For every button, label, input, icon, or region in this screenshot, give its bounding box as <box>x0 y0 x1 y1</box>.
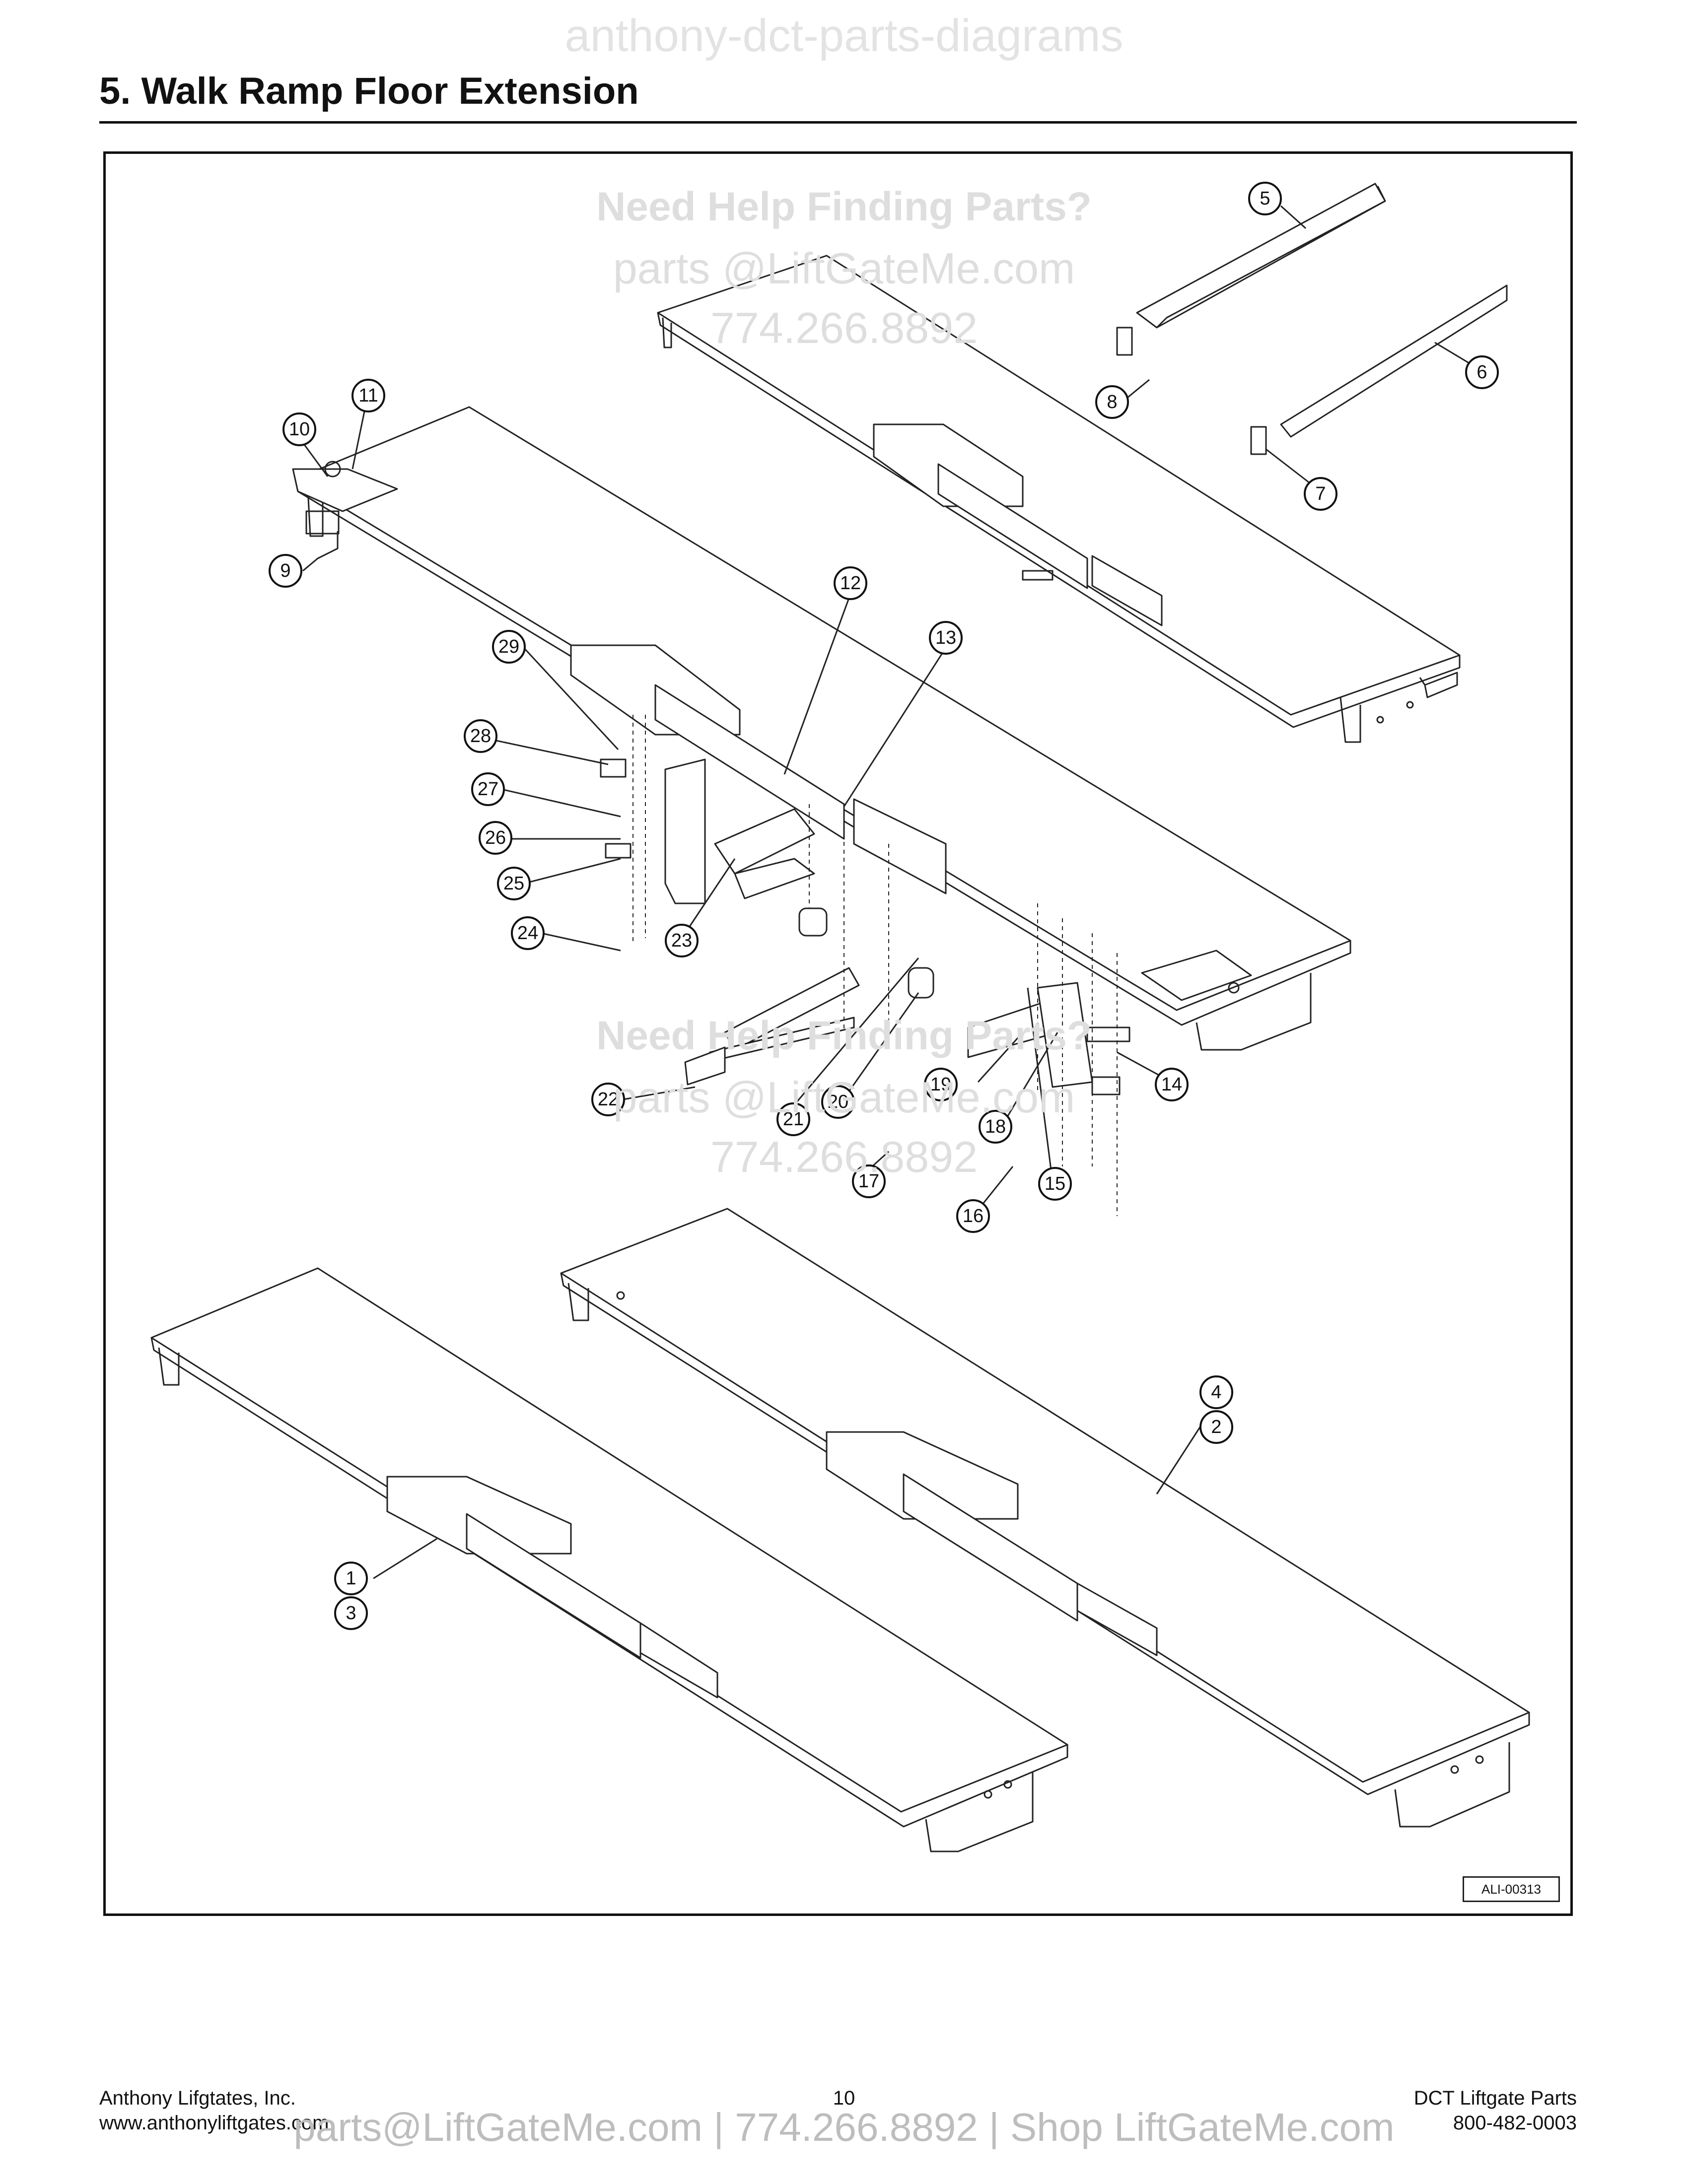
parts-diagram: 1 3 4 2 5 6 7 8 9 10 11 12 13 14 15 16 1… <box>150 182 1530 1852</box>
callout-1: 1 <box>334 1562 368 1595</box>
footer-contact-bar[interactable]: parts@LiftGateMe.com | 774.266.8892 | Sh… <box>293 2105 1395 2149</box>
svg-text:7: 7 <box>1315 483 1326 504</box>
watermark-email-2: parts @LiftGateMe.com <box>613 1073 1075 1122</box>
svg-text:15: 15 <box>1045 1173 1065 1194</box>
svg-text:25: 25 <box>503 873 524 894</box>
callout-13: 13 <box>929 621 963 655</box>
svg-text:10: 10 <box>289 419 310 440</box>
watermark-help-2: Need Help Finding Parts? <box>596 1013 1092 1058</box>
callout-28: 28 <box>464 719 497 753</box>
callout-15: 15 <box>1038 1167 1072 1201</box>
callout-4: 4 <box>1199 1375 1233 1409</box>
callouts: 1 3 4 2 5 6 7 8 9 10 11 12 13 14 15 16 1… <box>269 182 1499 1630</box>
callout-20: 20 <box>821 1085 855 1119</box>
floor-plate-main <box>292 406 1351 1051</box>
floor-plate-lower-right <box>560 1208 1530 1828</box>
svg-text:28: 28 <box>470 726 491 747</box>
callout-14: 14 <box>1155 1068 1189 1101</box>
floor-plate-lower-left <box>150 1267 1068 1852</box>
footer-website[interactable]: www.anthonyliftgates.com <box>99 2112 329 2134</box>
callout-12: 12 <box>834 566 867 600</box>
floor-plate-upper <box>657 255 1461 743</box>
svg-text:16: 16 <box>963 1206 984 1227</box>
svg-text:14: 14 <box>1161 1074 1182 1095</box>
svg-text:18: 18 <box>985 1116 1006 1137</box>
callout-22: 22 <box>591 1083 625 1116</box>
diagram-frame <box>103 151 1573 1916</box>
leader-lines <box>299 205 1485 1579</box>
svg-text:23: 23 <box>671 930 692 951</box>
watermark-phone-1: 774.266.8892 <box>710 303 978 352</box>
svg-text:24: 24 <box>517 923 538 944</box>
title-rule <box>99 121 1577 124</box>
watermark-help-1: Need Help Finding Parts? <box>596 184 1092 229</box>
callout-16: 16 <box>956 1199 990 1233</box>
footer-page-number: 10 <box>833 2087 855 2109</box>
svg-text:20: 20 <box>828 1092 848 1112</box>
svg-text:17: 17 <box>858 1171 879 1192</box>
svg-text:27: 27 <box>478 779 498 800</box>
callout-25: 25 <box>497 867 531 900</box>
section-title: 5. Walk Ramp Floor Extension <box>99 70 639 112</box>
callout-2: 2 <box>1199 1410 1233 1444</box>
callout-24: 24 <box>511 916 545 950</box>
callout-21: 21 <box>776 1102 810 1136</box>
callout-26: 26 <box>479 821 512 855</box>
callout-8: 8 <box>1095 385 1129 419</box>
svg-text:6: 6 <box>1477 362 1487 383</box>
svg-text:5: 5 <box>1260 188 1270 209</box>
callout-5: 5 <box>1248 182 1282 215</box>
svg-text:9: 9 <box>280 560 290 581</box>
svg-text:26: 26 <box>485 827 506 848</box>
callout-29: 29 <box>492 630 526 664</box>
svg-text:2: 2 <box>1211 1417 1221 1437</box>
svg-text:11: 11 <box>358 385 378 406</box>
watermark-phone-2: 774.266.8892 <box>710 1132 978 1181</box>
assembly-paths <box>633 715 1118 1216</box>
linkage-assembly <box>600 758 1130 1095</box>
callout-27: 27 <box>471 772 505 806</box>
callout-23: 23 <box>665 924 699 957</box>
svg-text:29: 29 <box>498 636 519 657</box>
svg-text:8: 8 <box>1107 392 1117 412</box>
svg-text:19: 19 <box>930 1074 951 1095</box>
svg-text:21: 21 <box>783 1109 804 1130</box>
diagram-reference: ALI-00313 <box>1463 1876 1560 1902</box>
watermark-email-1: parts @LiftGateMe.com <box>613 244 1075 293</box>
callout-19: 19 <box>924 1068 958 1101</box>
callout-18: 18 <box>979 1110 1012 1144</box>
svg-text:4: 4 <box>1211 1382 1221 1403</box>
callout-9: 9 <box>269 554 302 588</box>
callout-3: 3 <box>334 1596 368 1630</box>
footer-doc-title: DCT Liftgate Parts <box>1413 2087 1577 2109</box>
svg-text:1: 1 <box>346 1568 356 1589</box>
callout-17: 17 <box>852 1164 886 1198</box>
footer-company: Anthony Lifgtates, Inc. <box>99 2087 296 2109</box>
callout-11: 11 <box>352 379 385 412</box>
svg-text:13: 13 <box>935 627 956 648</box>
callout-6: 6 <box>1465 355 1499 389</box>
svg-text:12: 12 <box>840 573 861 594</box>
angle-rails <box>1116 183 1508 455</box>
callout-7: 7 <box>1304 477 1337 511</box>
svg-text:22: 22 <box>598 1089 619 1110</box>
footer-phone: 800-482-0003 <box>1453 2112 1577 2134</box>
callout-10: 10 <box>282 412 316 446</box>
watermark-top: anthony-dct-parts-diagrams <box>564 10 1124 61</box>
svg-text:3: 3 <box>346 1603 356 1624</box>
